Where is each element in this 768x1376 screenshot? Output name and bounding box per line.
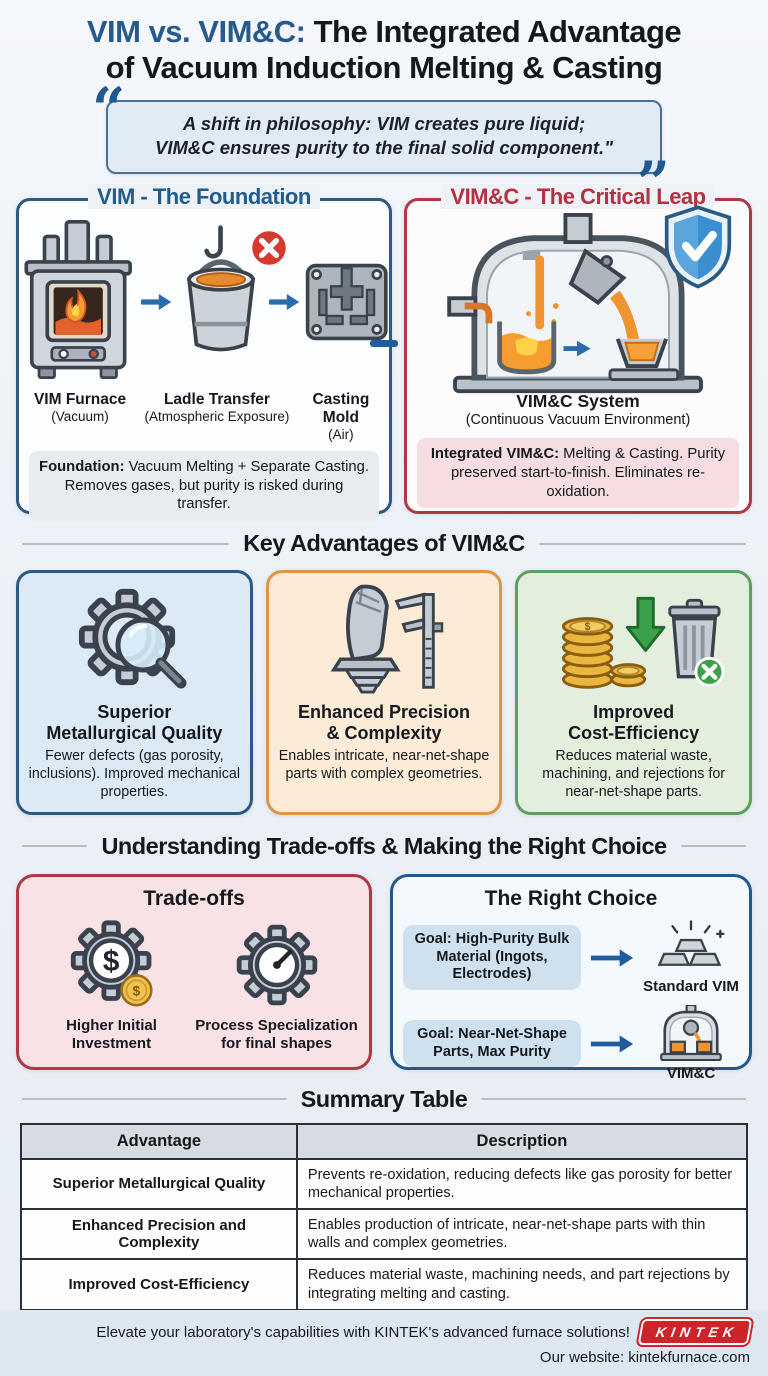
vimc-note: Integrated VIM&C: Melting & Casting. Pur… xyxy=(417,438,739,509)
vimc-system-caption: VIM&C System (Continuous Vacuum Environm… xyxy=(465,391,691,428)
footer-website: Our website: kintekfurnace.com xyxy=(539,1349,750,1366)
divider-line xyxy=(22,542,230,545)
svg-text:$: $ xyxy=(102,945,119,978)
col-header-description: Description xyxy=(295,1122,749,1160)
vim-panel-title: VIM - The Foundation xyxy=(19,184,389,210)
footer-cta: Elevate your laboratory's capabilities w… xyxy=(96,1323,630,1341)
tradeoff-label: Process Specialization for final shapes xyxy=(195,1016,358,1052)
goal-pill: Goal: High-Purity Bulk Material (Ingots,… xyxy=(403,925,581,991)
risk-x-icon xyxy=(248,227,289,268)
ingot-icon xyxy=(657,919,725,966)
tradeoffs-choice-row: Trade-offs $ $ Higher Initi xyxy=(0,873,768,1082)
divider-line xyxy=(22,845,88,848)
card-desc: Reduces material waste, machining, and r… xyxy=(542,748,726,800)
vimc-chamber-icon xyxy=(447,213,703,394)
advantages-heading: Key Advantages of VIM&C xyxy=(0,530,768,557)
gear-magnifier-icon xyxy=(39,579,187,689)
flow-arrow-icon xyxy=(269,291,300,313)
gear-gauge-icon xyxy=(229,917,325,1013)
divider-line xyxy=(680,845,747,848)
choice-row-standard-vim: Goal: High-Purity Bulk Material (Ingots,… xyxy=(403,919,739,996)
title-highlight: VIM vs. VIM&C: xyxy=(86,14,306,49)
vimc-mini-furnace-icon xyxy=(660,1003,722,1061)
divider-line xyxy=(481,1098,746,1101)
ladle-step xyxy=(177,224,289,381)
casting-mold-icon xyxy=(305,263,388,341)
summary-table-wrap: Advantage Description Superior Metallurg… xyxy=(0,1122,768,1311)
open-quote-icon: “ xyxy=(92,74,126,143)
turbine-blade-caliper-icon xyxy=(330,584,444,694)
panel-connector-dash xyxy=(370,340,398,347)
vimc-illustration xyxy=(407,201,749,394)
quote-line1: A shift in philosophy: VIM creates pure … xyxy=(182,112,586,134)
card-desc: Fewer defects (gas porosity, inclusions)… xyxy=(28,748,241,800)
card-desc: Enables intricate, near-net-shape parts … xyxy=(278,748,490,783)
quote-block: “ A shift in philosophy: VIM creates pur… xyxy=(92,80,670,212)
table-row: Superior Metallurgical Quality Prevents … xyxy=(20,1157,749,1211)
shield-check-icon xyxy=(664,205,732,289)
choice-arrow-icon xyxy=(590,948,634,967)
gear-dollar-icon: $ $ xyxy=(64,917,153,1006)
coins-trash-icon: $ xyxy=(561,596,725,689)
vim-panel: VIM - The Foundation xyxy=(16,184,392,522)
step-label: VIM Furnace(Vacuum) xyxy=(33,391,127,424)
choice-arrow-icon xyxy=(590,1035,634,1053)
svg-text:$: $ xyxy=(584,621,590,633)
quote-line2: VIM&C ensures purity to the final solid … xyxy=(155,136,613,158)
card-title: Enhanced Precision& Complexity xyxy=(297,702,471,743)
table-row: Improved Cost-Efficiency Reduces materia… xyxy=(20,1258,749,1311)
card-precision-complexity: Enhanced Precision& Complexity Enables i… xyxy=(265,570,503,815)
tradeoff-label: Higher Initial Investment xyxy=(66,1016,157,1052)
ladle-icon xyxy=(186,224,255,351)
vim-note: Foundation: Vacuum Melting + Separate Ca… xyxy=(29,451,379,522)
step-label: Ladle Transfer(Atmospheric Exposure) xyxy=(144,391,290,424)
divider-line xyxy=(538,542,746,545)
footer: Elevate your laboratory's capabilities w… xyxy=(0,1310,768,1376)
col-header-advantage: Advantage xyxy=(20,1122,298,1160)
furnace-icon xyxy=(24,220,132,379)
divider-line xyxy=(22,1098,287,1101)
svg-text:$: $ xyxy=(132,982,140,998)
choice-row-vimc: Goal: Near-Net-Shape Parts, Max Purity xyxy=(403,1003,739,1083)
summary-table: Advantage Description Superior Metallurg… xyxy=(20,1122,749,1311)
quote-box: A shift in philosophy: VIM creates pure … xyxy=(106,99,662,174)
page-title: VIM vs. VIM&C: The Integrated Advantage … xyxy=(0,0,768,86)
kintek-logo: KINTEK xyxy=(637,1319,753,1345)
vim-process-flow xyxy=(19,201,389,389)
flow-arrow-icon xyxy=(141,291,172,313)
choice-result: Standard VIM xyxy=(643,919,739,996)
table-header-row: Advantage Description xyxy=(20,1122,749,1160)
comparison-panels: VIM - The Foundation xyxy=(0,184,768,522)
goal-pill: Goal: Near-Net-Shape Parts, Max Purity xyxy=(403,1019,581,1068)
vim-step-labels: VIM Furnace(Vacuum) Ladle Transfer(Atmos… xyxy=(19,391,389,442)
tradeoffs-box: Trade-offs $ $ Higher Initi xyxy=(16,873,372,1070)
tradeoffs-heading: Understanding Trade-offs & Making the Ri… xyxy=(0,833,768,860)
title-line2: of Vacuum Induction Melting & Casting xyxy=(105,49,663,85)
summary-heading: Summary Table xyxy=(0,1086,768,1113)
vimc-panel-title: VIM&C - The Critical Leap xyxy=(407,184,749,210)
table-row: Enhanced Precision and Complexity Enable… xyxy=(20,1207,749,1261)
right-choice-box: The Right Choice Goal: High-Purity Bulk … xyxy=(390,873,752,1082)
choice-result: VIM&C xyxy=(643,1003,739,1083)
step-label: Casting Mold(Air) xyxy=(312,391,370,442)
vimc-panel: VIM&C - The Critical Leap xyxy=(404,184,752,514)
